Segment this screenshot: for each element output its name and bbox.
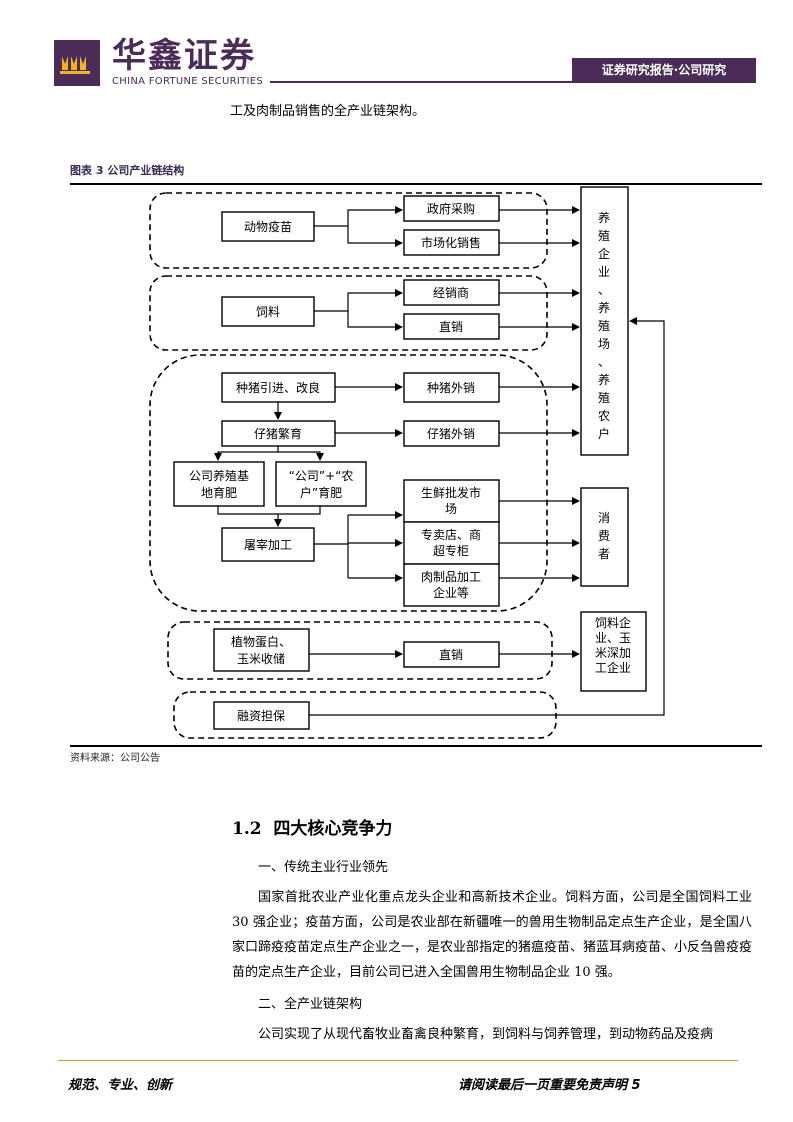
vertical-char: 、 [598,355,610,369]
group-hog [149,354,548,612]
subheading-2: 二、全产业链架构 [258,997,363,1012]
node-meat-processing [403,563,500,607]
vertical-char: 殖 [598,228,610,243]
label-feed-co-2: 业、玉 [595,631,631,645]
group-feed [149,275,548,351]
vertical-char: 养 [598,372,610,387]
figure-source: 资料来源：公司公告 [70,753,160,764]
vertical-char: 户 [598,426,610,441]
section-number: 1.2 [232,819,262,839]
node-fresh-market [403,479,500,523]
vertical-char: 农 [598,409,610,423]
group-vaccine [149,192,548,269]
label-meat-processing-1: 肉制品加工 [421,570,481,584]
label-breeding-intro: 种猪引进、改良 [236,380,320,395]
industry-chain-diagram: 动物疫苗 政府采购 市场化销售 饲料 经销商 直销 种猪引进、改良 种猪外销 仔… [149,186,665,739]
report-type-tag: 证券研究报告·公司研究 [572,58,756,83]
label-finance: 融资担保 [237,709,285,723]
node-company-base [173,461,265,507]
logo-english-name: CHINA FORTUNE SECURITIES [112,76,263,87]
node-direct-feed [403,313,500,340]
paragraph-1: 国家首批农业产业化重点龙头企业和高新技术企业。饲料方面，公司是全国饲料工业 30… [232,890,753,980]
label-company-base-1: 公司养殖基 [189,468,249,483]
figure-top-rule [70,183,762,185]
footer-disclaimer: 请阅读最后一页重要免责声明 5 [458,1078,641,1093]
label-breeding-sales: 种猪外销 [427,381,475,395]
vertical-char: 业 [598,265,610,279]
label-direct-feed: 直销 [439,320,463,334]
vertical-char: 费 [598,529,610,543]
label-meat-processing-2: 企业等 [433,585,469,600]
label-feed-co-4: 工企业 [595,660,631,675]
vertical-char: 企 [598,246,610,261]
vertical-char: 殖 [598,390,610,405]
label-fresh-market-1: 生鲜批发市 [421,485,481,500]
footer-rule [58,1060,738,1061]
label-gov-purchase: 政府采购 [427,201,475,216]
vertical-char: 消 [598,511,610,525]
vertical-char: 场 [598,337,610,351]
label-direct-grain: 直销 [439,648,463,662]
label-cooperative-1: “公司”+“农 [289,469,354,483]
company-logo-mark [54,40,100,86]
node-consumers [580,487,629,587]
label-feed-co-1: 饲料企 [595,615,631,630]
label-market-sales: 市场化销售 [421,235,481,250]
section-title: 四大核心竞争力 [273,819,393,839]
label-piglet: 仔猪繁育 [254,426,302,441]
node-protein-storage [213,628,310,672]
paragraph-2: 公司实现了从现代畜牧业畜禽良种繁育，到饲料与饲养管理，到动物药品及疫病 [258,1027,714,1042]
node-cooperative [275,461,367,507]
label-company-base-2: 地育肥 [201,485,237,500]
logo-chinese-name: 华鑫证券 [112,36,256,76]
logo-emblem-icon [60,56,90,74]
label-distributor: 经销商 [433,285,469,300]
node-feed-companies [580,611,647,692]
node-breeding-intro [221,372,336,403]
vertical-char: 者 [598,547,610,561]
intro-text: 工及肉制品销售的全产业链架构。 [230,104,426,119]
figure-title: 图表 3 公司产业链结构 [70,164,185,177]
label-slaughter: 屠宰加工 [244,537,292,552]
subheading-1: 一、传统主业行业领先 [258,860,389,875]
label-protein-1: 植物蛋白、 [231,634,291,649]
header-rule [270,81,756,83]
figure-bottom-rule [70,745,762,747]
node-breeding-sales [403,372,500,403]
label-protein-2: 玉米收储 [237,651,285,666]
vertical-char: 养 [598,210,610,225]
node-stores [403,521,500,565]
label-feed: 饲料 [256,305,280,319]
label-cooperative-2: 户”育肥 [300,485,342,500]
node-farmers [580,186,629,456]
label-vaccine: 动物疫苗 [244,219,292,234]
vertical-char: 殖 [598,318,610,333]
vertical-char: 、 [598,283,610,297]
node-direct-grain [403,641,500,668]
label-stores-2: 超专柜 [433,543,469,558]
section-heading: 1.2 四大核心竞争力 [232,814,392,839]
footer-slogan: 规范、专业、创新 [68,1078,173,1093]
node-gov-purchase [403,195,500,222]
vertical-char: 养 [598,300,610,315]
label-stores-1: 专卖店、商 [421,527,481,542]
label-piglet-sales: 仔猪外销 [427,427,475,441]
group-grain [167,621,553,680]
label-feed-co-3: 米深加 [595,646,631,660]
label-fresh-market-2: 场 [445,502,457,516]
